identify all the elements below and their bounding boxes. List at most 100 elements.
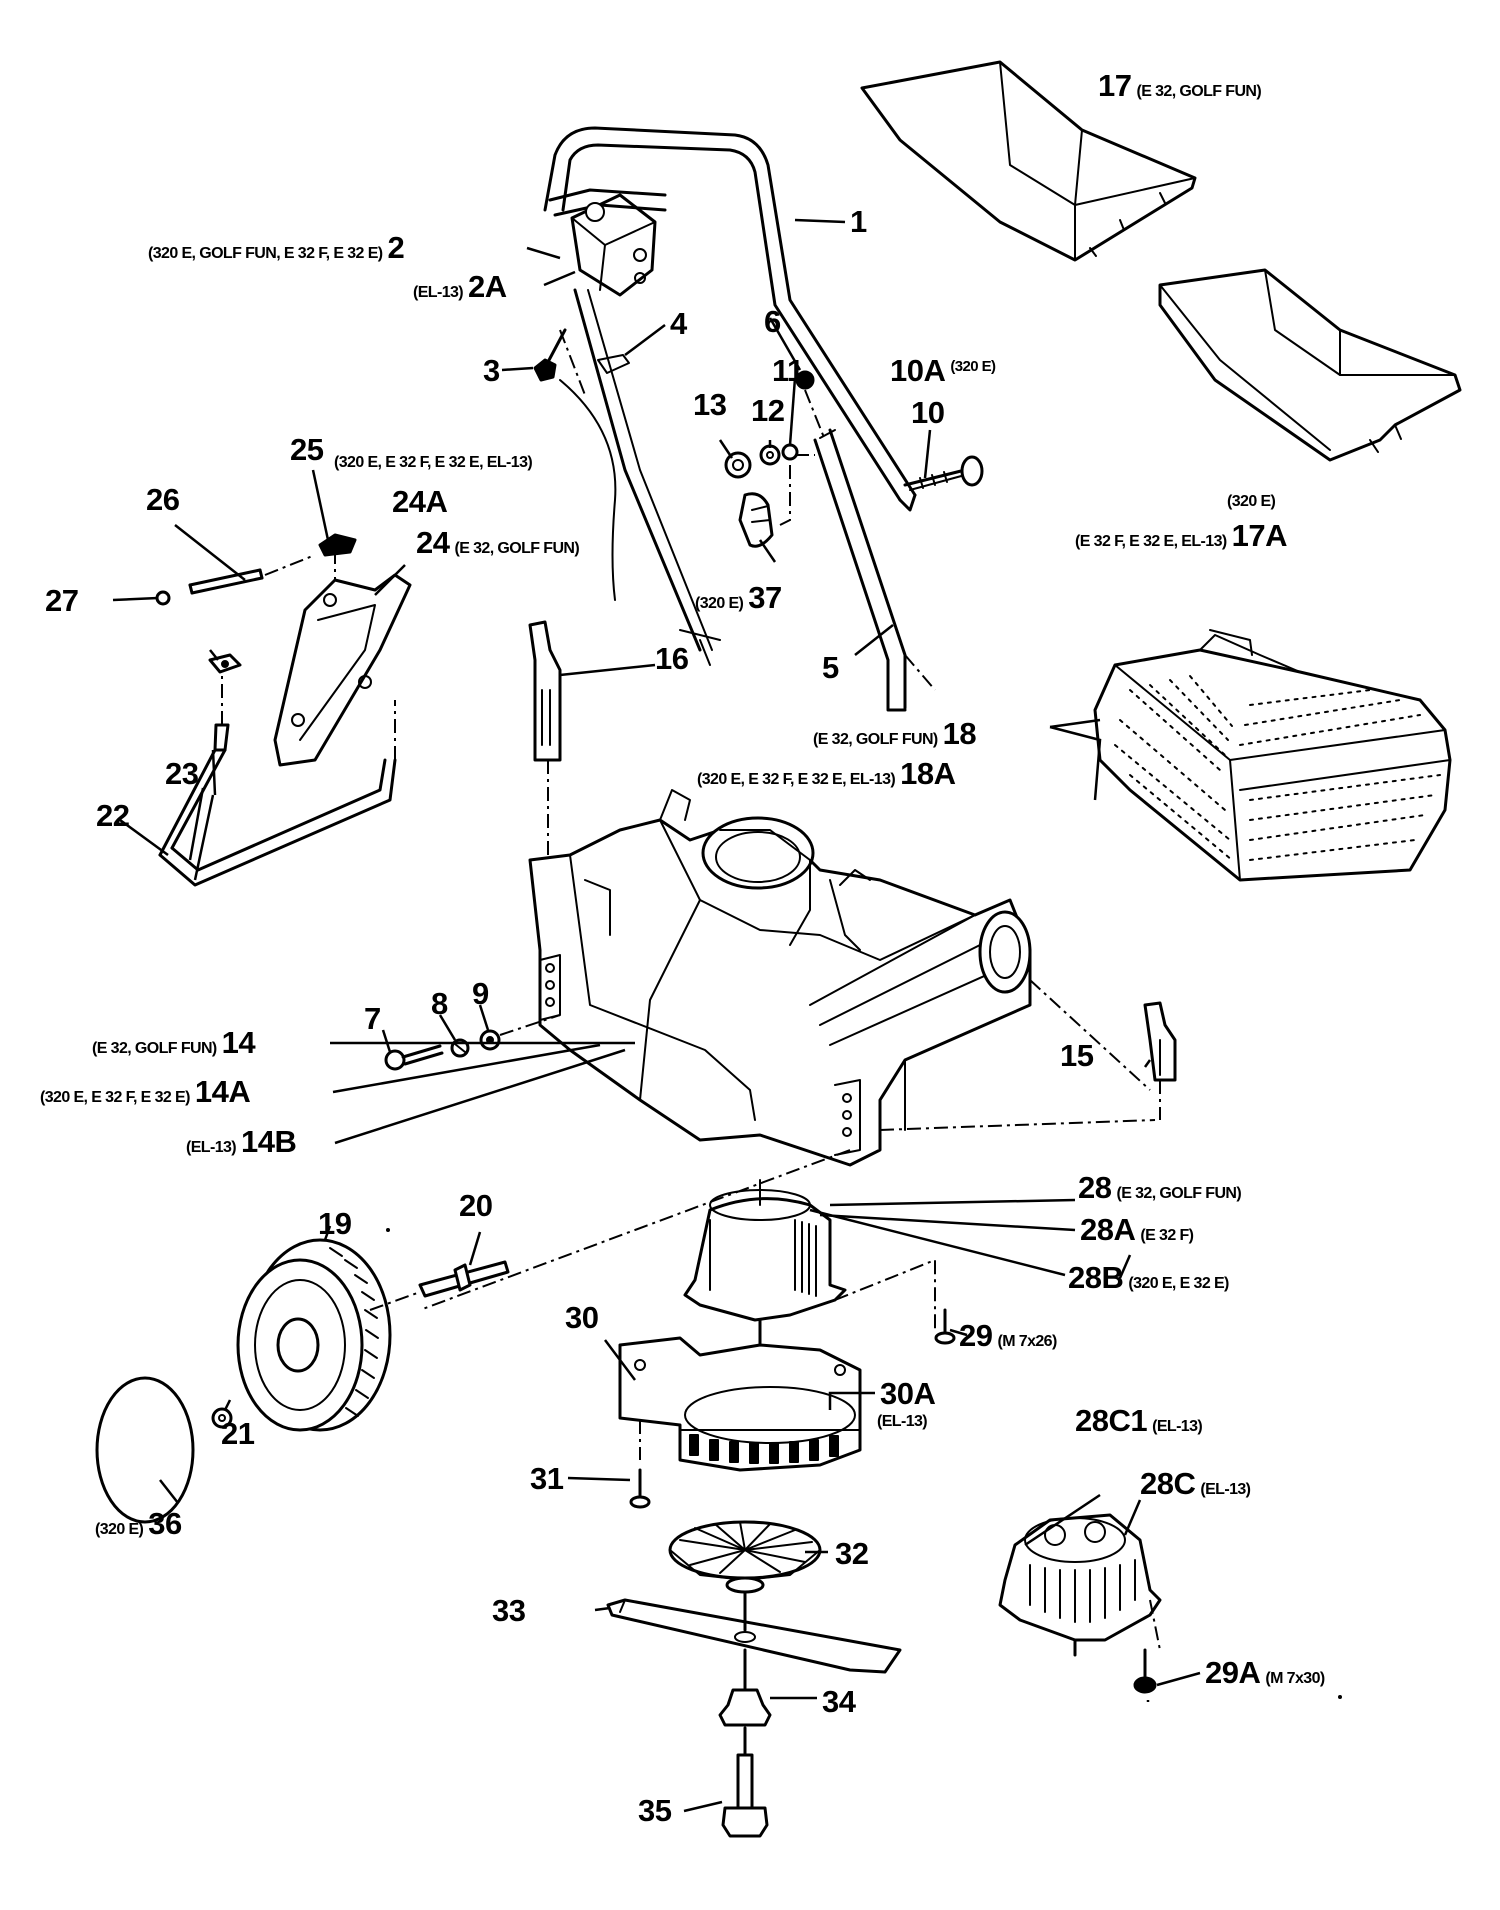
model-note: (320 E) [1227, 493, 1276, 510]
callout-11: 11 [772, 355, 804, 386]
part-number: 21 [221, 1416, 255, 1451]
leader-lines [112, 218, 1201, 1813]
model-note: (M 7x26) [997, 1333, 1057, 1350]
part-29a-screw [1133, 1648, 1157, 1694]
part-number: 24A [392, 484, 448, 519]
part-15-bracket [1143, 1001, 1177, 1120]
callout-18a: (320 E, E 32 F, E 32 E, EL-13) 18A [697, 756, 956, 791]
part-number: 28 [1078, 1170, 1112, 1205]
part-number: 6 [764, 304, 781, 339]
callout-12: 12 [751, 393, 785, 428]
part-number: 14A [194, 1074, 251, 1109]
model-note: (E 32 F, E 32 E, EL-13) [1075, 533, 1227, 550]
model-note: (EL-13) [1200, 1481, 1251, 1498]
callout-2a: (EL-13) 2A [413, 271, 507, 302]
part-number: 4 [670, 306, 687, 341]
part-number: 37 [748, 580, 782, 615]
part-number: 25 [290, 432, 324, 467]
part-number: 12 [751, 393, 785, 428]
part-22-axle [158, 670, 397, 887]
callout-32: 32 [835, 1536, 869, 1571]
callout-17a-note2: (320 E) [1227, 493, 1276, 510]
part-number: 27 [45, 583, 79, 618]
callout-24: 24 (E 32, GOLF FUN) [416, 527, 580, 558]
part-number: 36 [148, 1506, 182, 1541]
model-note: (320 E, E 32 F, E 32 E) [40, 1089, 190, 1106]
part-number: 7 [364, 1001, 381, 1036]
callout-7: 7 [364, 1003, 381, 1034]
model-note: (320 E, E 32 F, E 32 E, EL-13) [334, 454, 533, 471]
part-number: 30 [565, 1300, 599, 1335]
part-30-fan-cover [618, 1336, 862, 1472]
part-17-lid [860, 60, 1197, 262]
callout-28a: 28A (E 32 F) [1080, 1214, 1194, 1245]
callout-17a: (E 32 F, E 32 E, EL-13) 17A [1075, 520, 1287, 551]
model-note: (320 E) [695, 595, 744, 612]
callout-37: (320 E) 37 [695, 582, 782, 613]
part-number: 2 [387, 230, 405, 265]
model-note: (EL-13) [1152, 1418, 1203, 1435]
model-note: (320 E, E 32 F, E 32 E, EL-13) [697, 771, 896, 788]
model-note: (320 E) [95, 1521, 144, 1538]
model-note: (E 32 F) [1140, 1227, 1194, 1244]
model-note: (EL-13) [877, 1413, 928, 1430]
callout-6: 6 [764, 306, 781, 337]
part-number: 5 [822, 650, 839, 685]
callout-30: 30 [565, 1300, 599, 1335]
callout-29: 29 (M 7x26) [959, 1320, 1057, 1351]
callout-9: 9 [472, 978, 489, 1009]
callout-19: 19 [318, 1206, 352, 1241]
callout-33: 33 [492, 1593, 526, 1628]
callout-36: (320 E) 36 [95, 1508, 182, 1539]
part-21-washer [211, 1407, 233, 1429]
callout-22: 22 [96, 800, 130, 831]
part-35-bolt [721, 1753, 769, 1838]
part-number: 29 [959, 1318, 993, 1353]
callout-1: 1 [850, 206, 867, 237]
part-number: 16 [655, 641, 689, 676]
part-number: 18A [900, 756, 956, 791]
part-number: 17A [1231, 518, 1288, 553]
callout-21: 21 [221, 1416, 255, 1451]
part-number: 19 [318, 1206, 352, 1241]
part-32-fan [668, 1520, 822, 1594]
model-note: (E 32, GOLF FUN) [1136, 83, 1262, 100]
part-6-nut [795, 370, 826, 441]
model-note: (320 E, E 32 E) [1128, 1275, 1229, 1292]
part-16-bracket [528, 620, 562, 880]
part-number: 9 [472, 976, 489, 1011]
model-note: (E 32, GOLF FUN) [92, 1040, 217, 1057]
part-number: 2A [468, 269, 507, 304]
part-24-rear-flap [273, 550, 412, 767]
part-1-handle [543, 126, 917, 512]
part-number: 10A [890, 353, 946, 388]
callout-20: 20 [459, 1190, 493, 1221]
callout-28c: 28C (EL-13) [1140, 1466, 1251, 1501]
part-number: 31 [530, 1461, 564, 1496]
part-number: 33 [492, 1593, 526, 1628]
part-number: 28C1 [1075, 1403, 1148, 1438]
callout-27: 27 [45, 583, 79, 618]
part-number: 26 [146, 482, 180, 517]
callout-28b: 28B (320 E, E 32 E) [1068, 1262, 1229, 1293]
part-34-hub [718, 1648, 772, 1757]
part-3-screw [533, 328, 567, 382]
callout-28c1: 28C1 (EL-13) [1075, 1403, 1203, 1438]
part-33-blade [606, 1590, 902, 1674]
part-31-screw [629, 1468, 651, 1509]
part-number: 35 [638, 1793, 672, 1828]
part-number: 11 [772, 353, 804, 388]
part-number: 28C [1140, 1466, 1196, 1501]
callout-16: 16 [655, 641, 689, 676]
callout-2: (320 E, GOLF FUN, E 32 F, E 32 E) 2 [148, 230, 405, 265]
callout-14b: (EL-13) 14B [186, 1126, 297, 1157]
part-number: 32 [835, 1536, 869, 1571]
callout-14: (E 32, GOLF FUN) 14 [92, 1027, 256, 1058]
part-number: 8 [431, 986, 448, 1021]
callout-17: 17 (E 32, GOLF FUN) [1098, 70, 1262, 101]
callout-25: 25 [290, 432, 324, 467]
part-28c-motor [998, 1513, 1162, 1657]
model-note: (E 32, GOLF FUN) [1116, 1185, 1242, 1202]
callout-3: 3 [483, 355, 500, 386]
part-29-screw [934, 1308, 956, 1345]
